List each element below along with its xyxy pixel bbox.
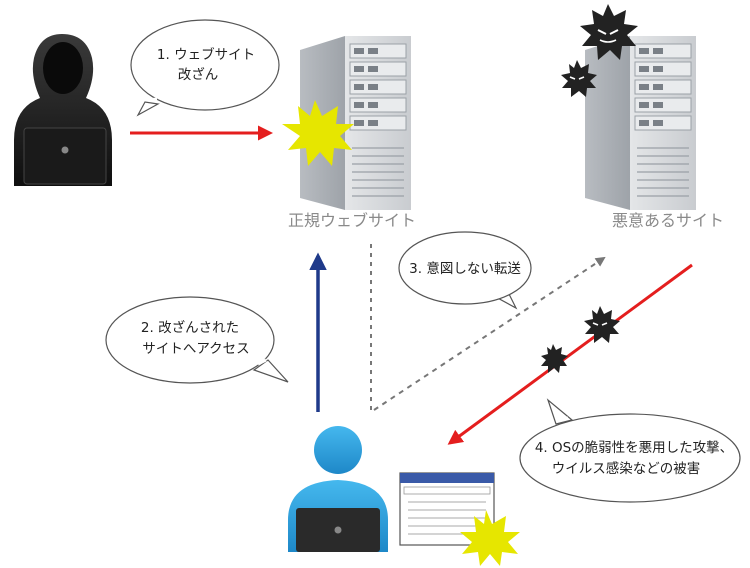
virus-burst-icon (541, 344, 568, 373)
attacker-icon (14, 34, 112, 186)
victim-user-icon (288, 426, 388, 552)
virus-burst-icon (580, 4, 638, 60)
bubble-step3-line1: 3. 意図しない転送 (409, 260, 521, 277)
legit-site-label: 正規ウェブサイト (288, 211, 416, 230)
legit-server-icon (300, 36, 411, 210)
bubble-step2: 2. 改ざんされた サイトへアクセス (105, 296, 289, 384)
virus-burst-icon (561, 60, 597, 97)
bubble-step4-line2: ウイルス感染などの被害 (552, 460, 701, 477)
explosion-burst-icon (282, 100, 354, 166)
malicious-server-icon (585, 36, 696, 210)
virus-burst-icon (584, 306, 620, 343)
bubble-step2-line2: サイトへアクセス (142, 341, 249, 357)
bubble-step4-line1: 4. OSの脆弱性を悪用した攻撃、 (535, 439, 733, 456)
explosion-burst-icon (460, 510, 520, 566)
bubble-step1: 1. ウェブサイト 改ざん (130, 19, 280, 117)
bubble-step3: 3. 意図しない転送 (398, 231, 532, 310)
bubble-step4: 4. OSの脆弱性を悪用した攻撃、 ウイルス感染などの被害 (519, 398, 741, 503)
bubble-step2-line1: 2. 改ざんされた (141, 319, 239, 336)
bubble-step1-line1: 1. ウェブサイト (157, 46, 255, 63)
malicious-site-label: 悪意あるサイト (612, 211, 724, 230)
attack-arrow (447, 263, 693, 445)
bubble-step1-line2: 改ざん (178, 66, 219, 83)
